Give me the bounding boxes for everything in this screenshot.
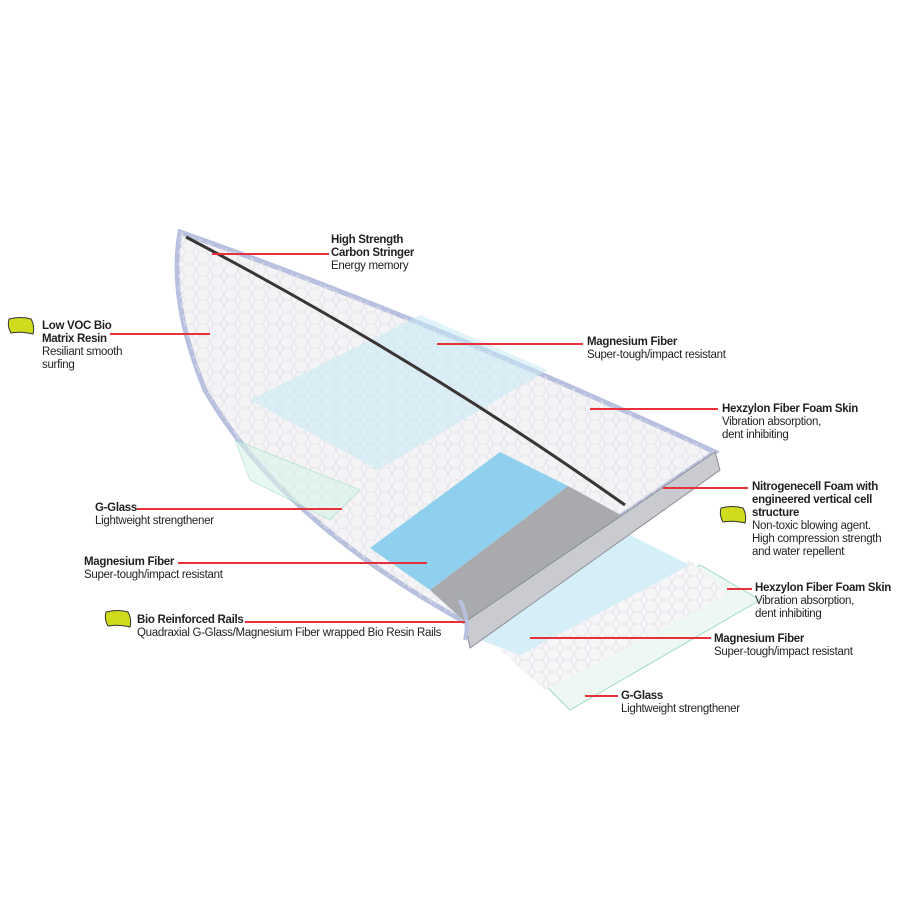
leader-line — [663, 487, 748, 489]
callout-desc: Quadraxial G-Glass/Magnesium Fiber wrapp… — [137, 627, 442, 639]
callout-nitrogenecell-foam: Nitrogenecell Foam with engineered verti… — [752, 481, 882, 559]
leader-line — [137, 508, 342, 510]
callout-desc: Lightweight strengthener — [621, 703, 740, 715]
callout-carbon-stringer: High Strength Carbon Stringer Energy mem… — [331, 234, 414, 273]
leader-line — [585, 695, 618, 697]
eco-leaf-icon — [104, 610, 132, 628]
bottom-hexzylon-layer — [480, 530, 690, 655]
callout-desc: Super-tough/impact resistant — [84, 569, 223, 581]
callout-title: Nitrogenecell Foam with — [752, 481, 879, 493]
callout-desc: Energy memory — [331, 260, 409, 272]
callout-title: Bio Reinforced Rails — [137, 614, 244, 626]
callout-title: Carbon Stringer — [331, 247, 415, 259]
callout-title: G-Glass — [95, 502, 138, 514]
callout-g-glass-deck: G-Glass Lightweight strengthener — [95, 502, 214, 528]
leader-line — [437, 343, 583, 345]
callout-title: Low VOC Bio — [42, 320, 112, 332]
carbon-stringer — [185, 235, 626, 507]
callout-title: Magnesium Fiber — [587, 336, 678, 348]
leader-line — [530, 637, 711, 639]
leader-line — [727, 588, 752, 590]
leader-line — [178, 562, 427, 564]
callout-title: engineered vertical cell — [752, 494, 873, 506]
callout-title: Magnesium Fiber — [84, 556, 175, 568]
callout-desc: Vibration absorption, — [722, 416, 821, 428]
callout-title: G-Glass — [621, 690, 664, 702]
leader-line — [245, 621, 465, 623]
callout-magnesium-fiber-bottom: Magnesium Fiber Super-tough/impact resis… — [714, 633, 853, 659]
callout-desc: Super-tough/impact resistant — [587, 349, 726, 361]
leader-line — [212, 253, 329, 255]
callout-g-glass-bottom: G-Glass Lightweight strengthener — [621, 690, 740, 716]
callout-desc: Lightweight strengthener — [95, 515, 214, 527]
nose-magnesium-fiber-layer — [250, 315, 548, 470]
leader-line — [590, 408, 718, 410]
eco-leaf-icon — [719, 506, 747, 524]
callout-desc: dent inhibiting — [755, 608, 822, 620]
leader-line — [110, 333, 210, 335]
cut-face — [464, 451, 721, 649]
callout-desc: Vibration absorption, — [755, 595, 854, 607]
callout-desc: dent inhibiting — [722, 429, 789, 441]
g-glass-layer — [234, 439, 361, 521]
callout-desc: Resiliant smooth — [42, 346, 123, 358]
callout-title: Matrix Resin — [42, 333, 107, 345]
callout-hexzylon-bottom: Hexzylon Fiber Foam Skin Vibration absor… — [755, 582, 891, 621]
callout-desc: and water repellent — [752, 546, 845, 558]
callout-title: structure — [752, 507, 800, 519]
callout-desc: High compression strength — [752, 533, 882, 545]
callout-desc: surfing — [42, 359, 75, 371]
callout-title: Hexzylon Fiber Foam Skin — [755, 582, 891, 594]
callout-title: Magnesium Fiber — [714, 633, 805, 645]
blue-foam-layer — [370, 452, 568, 590]
nitrogenecell-foam-core — [430, 486, 630, 628]
callout-hexzylon-deck: Hexzylon Fiber Foam Skin Vibration absor… — [722, 403, 858, 442]
callout-title: Hexzylon Fiber Foam Skin — [722, 403, 858, 415]
callout-title: High Strength — [331, 234, 404, 246]
callout-magnesium-fiber-top: Magnesium Fiber Super-tough/impact resis… — [587, 336, 726, 362]
callout-bio-matrix-resin: Low VOC Bio Matrix Resin Resiliant smoot… — [42, 320, 123, 372]
callout-desc: Super-tough/impact resistant — [714, 646, 853, 658]
rail-edge — [458, 599, 469, 641]
callout-desc: Non-toxic blowing agent. — [752, 520, 871, 532]
callout-magnesium-fiber-left: Magnesium Fiber Super-tough/impact resis… — [84, 556, 223, 582]
callout-bio-reinforced-rails: Bio Reinforced Rails Quadraxial G-Glass/… — [137, 614, 441, 640]
eco-leaf-icon — [7, 317, 35, 335]
